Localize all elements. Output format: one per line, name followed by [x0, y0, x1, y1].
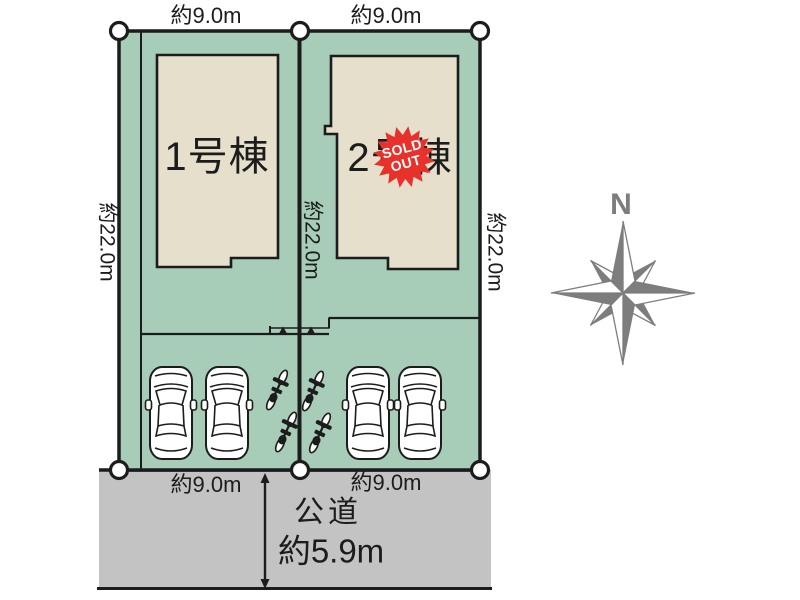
compass-north-label: N — [610, 188, 632, 221]
entrance-marker-triangle — [279, 326, 287, 334]
road-width-label: 約5.9m — [277, 532, 385, 570]
car-icon — [144, 366, 198, 460]
building-1-shape — [155, 53, 280, 269]
car-icon — [341, 366, 395, 460]
survey-point — [469, 459, 491, 481]
dimension-label-lot2-bottom: 約9.0m — [350, 470, 422, 495]
car-icon — [200, 366, 254, 460]
road-name-label: 公道 — [294, 496, 362, 529]
survey-point — [289, 459, 311, 481]
survey-point — [108, 20, 130, 42]
dimension-label-depth-right: 約22.0m — [483, 212, 507, 292]
survey-point — [108, 459, 130, 481]
compass-icon — [550, 220, 696, 366]
dimension-label-lot2-top: 約9.0m — [350, 3, 422, 28]
road-area — [99, 470, 491, 588]
sold-out-badge — [373, 126, 435, 188]
survey-point — [469, 20, 491, 42]
car-icon — [393, 366, 447, 460]
road-width-arrow — [260, 473, 270, 589]
dimension-label-depth-middle: 約22.0m — [300, 200, 324, 280]
survey-point — [289, 20, 311, 42]
dimension-label-depth-left: 約22.0m — [95, 202, 119, 282]
dimension-label-lot1-bottom: 約9.0m — [170, 472, 242, 497]
entrance-marker-triangle — [307, 326, 315, 334]
dimension-label-lot1-top: 約9.0m — [170, 3, 242, 28]
building-1-label: 1号棟 — [164, 135, 270, 179]
